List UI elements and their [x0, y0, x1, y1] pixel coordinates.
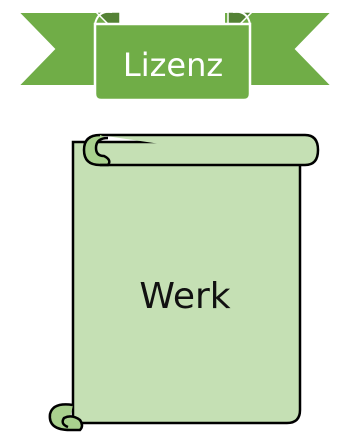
scroll-label: Werk	[139, 276, 230, 317]
banner-label: Lizenz	[123, 46, 223, 84]
scroll: Werk	[50, 135, 318, 430]
ribbon-banner: Lizenz	[18, 12, 332, 100]
